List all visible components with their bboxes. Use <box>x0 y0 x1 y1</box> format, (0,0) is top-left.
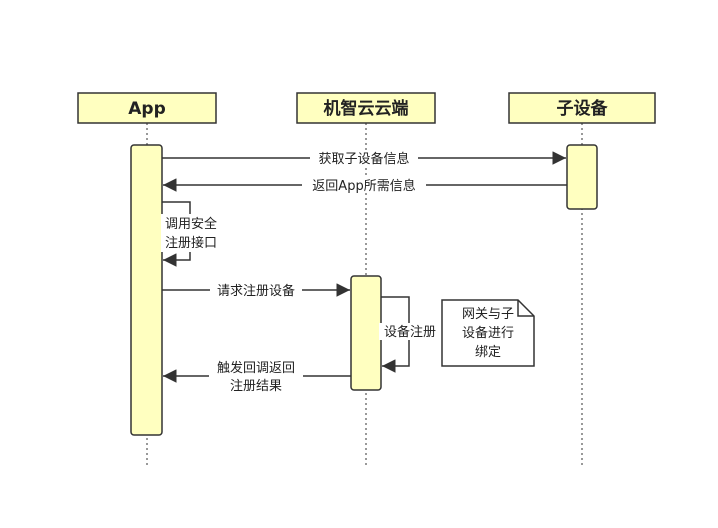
participant-app-label: App <box>128 99 166 119</box>
note-line1: 网关与子 <box>462 307 514 322</box>
message-call-secure-register[interactable]: 调用安全 注册接口 <box>161 201 221 267</box>
message-callback-result-line2: 注册结果 <box>230 379 282 394</box>
message-call-secure-register-line2: 注册接口 <box>165 235 217 251</box>
message-device-register-label: 设备注册 <box>384 324 436 340</box>
message-get-device-info-label: 获取子设备信息 <box>318 151 409 167</box>
message-callback-result[interactable]: 触发回调返回 注册结果 <box>163 358 351 394</box>
participant-device[interactable]: 子设备 <box>508 92 656 124</box>
message-request-register-device[interactable]: 请求注册设备 <box>162 282 350 299</box>
message-device-register[interactable]: 设备注册 <box>379 296 441 373</box>
participant-cloud[interactable]: 机智云云端 <box>296 92 436 124</box>
message-return-app-info[interactable]: 返回App所需信息 <box>163 177 567 194</box>
note-line3: 绑定 <box>475 345 501 360</box>
activation-app <box>130 144 163 436</box>
activation-device <box>566 144 598 210</box>
message-callback-result-line1: 触发回调返回 <box>217 360 295 376</box>
note-line2: 设备进行 <box>462 325 514 341</box>
activation-cloud <box>350 275 382 391</box>
message-return-app-info-label: 返回App所需信息 <box>312 178 415 194</box>
note-binding[interactable]: 网关与子 设备进行 绑定 <box>441 299 535 367</box>
participant-device-label: 子设备 <box>557 98 609 119</box>
participant-cloud-label: 机智云云端 <box>324 98 409 119</box>
participant-app[interactable]: App <box>77 92 217 124</box>
message-request-register-device-label: 请求注册设备 <box>217 283 295 299</box>
message-get-device-info[interactable]: 获取子设备信息 <box>162 150 566 167</box>
message-call-secure-register-line1: 调用安全 <box>165 216 217 232</box>
